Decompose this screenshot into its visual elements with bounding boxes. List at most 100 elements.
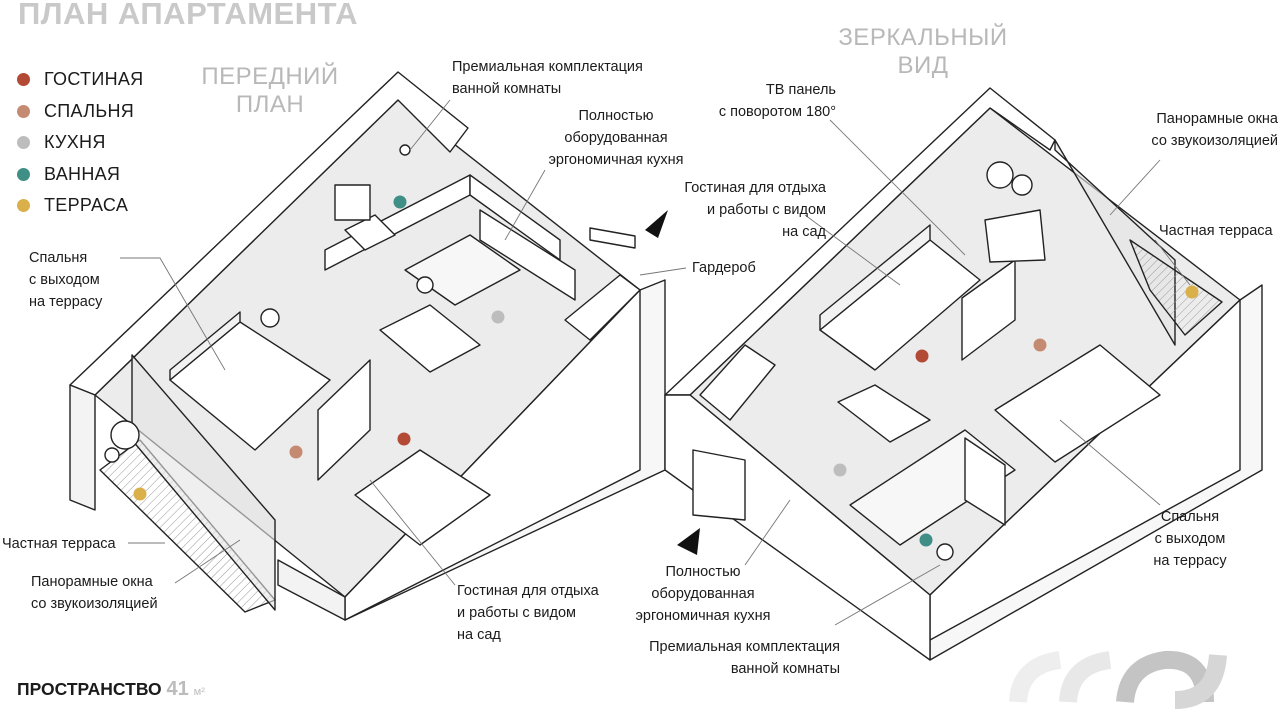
- mirror-ann-bedroom: Спальня с выходом на террасу: [1140, 506, 1240, 572]
- mirror-dot-bedroom: [1033, 338, 1047, 352]
- footer-label: ПРОСТРАНСТВО: [17, 679, 162, 699]
- mirror-view-label: ЗЕРКАЛЬНЫЙ ВИД: [830, 24, 1016, 80]
- legend-item-living: ГОСТИНАЯ: [17, 64, 143, 96]
- room-legend: ГОСТИНАЯ СПАЛЬНЯ КУХНЯ ВАННАЯ ТЕРРАСА: [17, 64, 143, 222]
- front-leader-kitchen: [504, 169, 546, 241]
- front-ann-windows-line2: со звукоизоляцией: [31, 596, 158, 612]
- front-ann-bedroom: Спальня с выходом на террасу: [29, 247, 102, 313]
- footer-area-unit: м²: [193, 686, 205, 698]
- front-leader-bedroom: [120, 257, 226, 371]
- mirror-dining-table: [837, 384, 931, 443]
- front-dot-terrace: [133, 487, 147, 501]
- mirror-glass-wall: [1054, 139, 1176, 346]
- legend-item-bathroom: ВАННАЯ: [17, 159, 143, 191]
- mirror-entry-door: [692, 449, 746, 521]
- legend-label-bathroom: ВАННАЯ: [44, 163, 121, 184]
- front-ann-bedroom-line3: на террасу: [29, 294, 103, 310]
- front-ann-bedroom-line2: с выходом: [29, 272, 100, 288]
- mirror-leaders: [744, 119, 1191, 626]
- front-plant: [110, 420, 140, 450]
- mirror-ann-terrace: Частная терраса: [1159, 223, 1273, 239]
- mirror-bed: [994, 344, 1161, 463]
- brand-logo-arc-1: [1009, 651, 1062, 703]
- mirror-ann-bathroom-line2: ванной комнаты: [730, 661, 840, 677]
- legend-item-terrace: ТЕРРАСА: [17, 190, 143, 222]
- front-ann-wardrobe: Гардероб: [692, 260, 756, 276]
- front-wardrobe: [564, 274, 641, 341]
- mirror-ann-tv: ТВ панель с поворотом 180°: [690, 79, 836, 123]
- mirror-entry-arrow-icon: [677, 528, 700, 555]
- brand-logo: [1009, 650, 1227, 709]
- mirror-ann-kitchen: Полностью оборудованная эргономичная кух…: [618, 561, 788, 627]
- legend-label-kitchen: КУХНЯ: [44, 132, 106, 153]
- mirror-ann-bedroom-line2: с выходом: [1154, 531, 1226, 547]
- front-ann-kitchen-line1: Полностью: [578, 108, 654, 124]
- mirror-ann-kitchen-line3: эргономичная кухня: [635, 608, 771, 624]
- mirror-ann-bathroom-line1: Премиальная комплектация: [649, 639, 840, 655]
- mirror-ann-kitchen-line1: Полностью: [665, 564, 741, 580]
- mirror-leader-kitchen: [744, 499, 791, 566]
- front-view-label-line2: ПЛАН: [235, 91, 305, 118]
- legend-dot-bathroom: [17, 167, 30, 181]
- footer-area-value: 41: [166, 678, 189, 700]
- legend-dot-bedroom: [17, 104, 30, 118]
- mirror-kitchen-cabinets: [699, 344, 776, 421]
- mirror-ann-windows: Панорамные окна со звукоизоляцией: [1120, 108, 1278, 152]
- mirror-view-label-line2: ВИД: [897, 52, 949, 79]
- mirror-view-label-line1: ЗЕРКАЛЬНЫЙ: [838, 24, 1008, 51]
- front-bath-cabinet: [334, 184, 371, 221]
- footer-area: ПРОСТРАНСТВО 41 м²: [17, 678, 205, 701]
- mirror-ann-living: Гостиная для отдыха и работы с видом на …: [660, 177, 826, 243]
- legend-item-kitchen: КУХНЯ: [17, 127, 143, 159]
- mirror-ann-bedroom-line1: Спальня: [1160, 509, 1220, 525]
- mirror-dot-terrace: [1185, 285, 1199, 299]
- mirror-dot-bathroom: [919, 533, 933, 547]
- front-ann-terrace: Частная терраса: [2, 536, 116, 552]
- mirror-leader-tv: [829, 119, 966, 256]
- front-shower-head: [399, 144, 411, 156]
- front-sofa: [354, 449, 491, 546]
- front-glass-wall: [131, 354, 276, 611]
- front-view-label: ПЕРЕДНИЙ ПЛАН: [196, 63, 344, 119]
- front-hob: [416, 276, 434, 294]
- mirror-ann-bathroom: Премиальная комплектация ванной комнаты: [620, 636, 840, 680]
- legend-dot-living: [17, 73, 30, 87]
- front-dot-bathroom: [393, 195, 407, 209]
- front-leader-bathroom: [409, 99, 451, 151]
- mirror-leader-windows: [1109, 159, 1161, 216]
- front-leader-windows: [174, 539, 241, 584]
- front-entry-arrow-icon: [645, 210, 668, 238]
- mirror-dot-living: [915, 349, 929, 363]
- legend-label-living: ГОСТИНАЯ: [44, 69, 144, 90]
- mirror-ann-living-line2: и работы с видом: [707, 202, 826, 218]
- front-dot-kitchen: [491, 310, 505, 324]
- front-bedside-stool: [260, 308, 280, 328]
- mirror-ann-windows-line1: Панорамные окна: [1156, 111, 1278, 127]
- front-plan: [69, 71, 666, 621]
- page-title: ПЛАН АПАРТАМЕНТА: [18, 0, 358, 31]
- mirror-ann-windows-line2: со звукоизоляцией: [1151, 133, 1278, 149]
- mirror-leader-bedroom: [1059, 419, 1161, 506]
- front-ann-windows-line1: Панорамные окна: [31, 574, 153, 590]
- front-view-label-line1: ПЕРЕДНИЙ: [201, 63, 339, 90]
- front-plant-pot: [104, 447, 120, 463]
- mirror-toilet: [936, 543, 954, 561]
- mirror-armchair: [984, 209, 1046, 263]
- front-bed-headboard: [169, 311, 241, 381]
- legend-label-bedroom: СПАЛЬНЯ: [44, 100, 135, 121]
- mirror-dot-kitchen: [833, 463, 847, 477]
- mirror-leader-terrace: [1154, 239, 1191, 286]
- front-leader-living: [369, 479, 456, 586]
- front-ann-living-line1: Гостиная для отдыха: [457, 583, 599, 599]
- front-kitchen-cabinets: [479, 209, 576, 301]
- legend-label-terrace: ТЕРРАСА: [44, 195, 129, 216]
- front-ann-living-line2: и работы с видом: [457, 605, 576, 621]
- legend-dot-terrace: [17, 199, 30, 213]
- front-ann-kitchen-line3: эргономичная кухня: [548, 152, 684, 168]
- mirror-shower: [964, 437, 1006, 526]
- front-left-wall: [69, 384, 96, 511]
- mirror-plan: [664, 87, 1263, 661]
- legend-item-bedroom: СПАЛЬНЯ: [17, 96, 143, 128]
- front-ann-kitchen-line2: оборудованная: [564, 130, 668, 146]
